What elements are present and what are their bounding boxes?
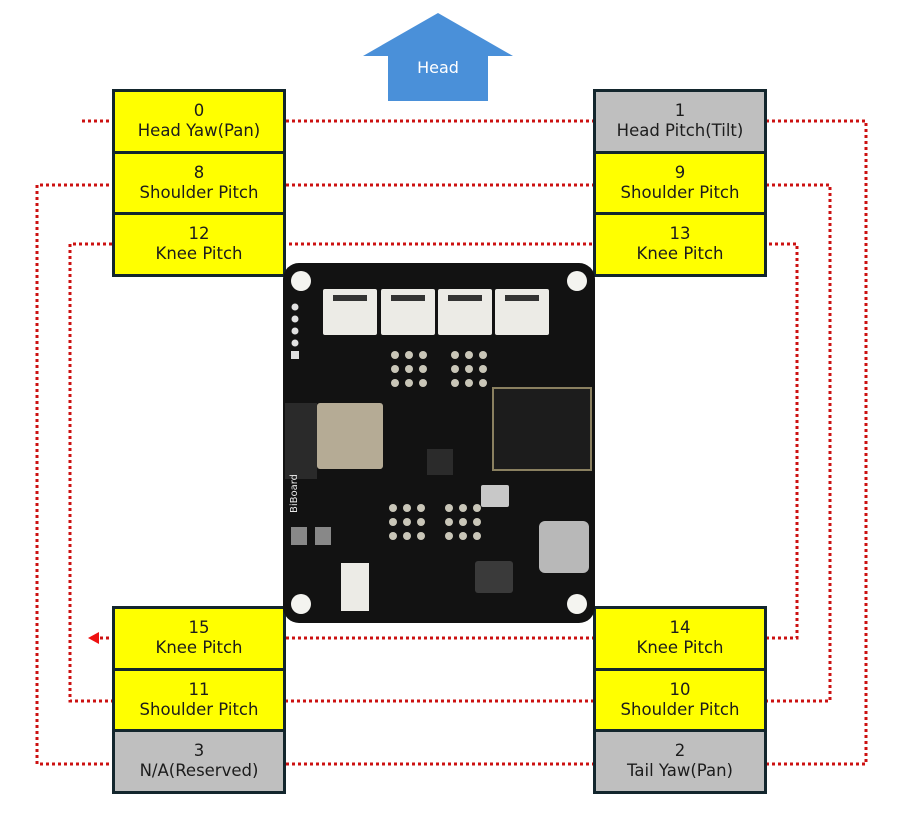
servo-name: Shoulder Pitch <box>620 699 740 719</box>
inductor-3r3 <box>475 561 513 593</box>
esp32-module <box>317 403 383 469</box>
wire-arrowhead <box>88 632 99 644</box>
servo-name: Knee Pitch <box>155 638 243 658</box>
servo-name: Knee Pitch <box>636 244 724 264</box>
microcontroller-chip <box>427 449 453 475</box>
motor-driver-board <box>492 387 592 471</box>
servo-index: 15 <box>188 618 210 638</box>
boot-button <box>315 527 331 545</box>
servo-name: Tail Yaw(Pan) <box>627 761 733 781</box>
mount-hole <box>567 594 587 614</box>
mount-hole <box>291 271 311 291</box>
servo-index: 1 <box>674 101 686 121</box>
touch-connector <box>341 563 369 611</box>
esp32-module-antenna <box>285 403 317 479</box>
servo-name: Head Yaw(Pan) <box>137 121 261 141</box>
side-header <box>291 303 299 359</box>
servo-index: 0 <box>193 101 205 121</box>
servo-index: 13 <box>669 224 691 244</box>
servo-name: Knee Pitch <box>636 638 724 658</box>
servo-index: 3 <box>193 741 205 761</box>
servo-name: Shoulder Pitch <box>139 699 259 719</box>
servo-index: 10 <box>669 679 691 699</box>
mount-hole <box>567 271 587 291</box>
servo-index: 2 <box>674 741 686 761</box>
servo-name: Shoulder Pitch <box>139 182 259 202</box>
usb-c-port <box>539 521 589 573</box>
pin-header-bottom <box>389 504 481 540</box>
servo-index: 11 <box>188 679 210 699</box>
pin-header-top <box>391 351 487 387</box>
servo-index: 12 <box>188 224 210 244</box>
servo-index: 14 <box>669 618 691 638</box>
servo-index: 8 <box>193 162 205 182</box>
biboard-pcb: BiBoard <box>283 263 595 623</box>
board-name: BiBoard <box>289 474 300 513</box>
servo-name: Knee Pitch <box>155 244 243 264</box>
servo-name: Head Pitch(Tilt) <box>616 121 744 141</box>
servo-name: N/A(Reserved) <box>139 761 259 781</box>
servo-name: Shoulder Pitch <box>620 182 740 202</box>
servo-index: 9 <box>674 162 686 182</box>
head-direction-arrow <box>363 13 513 101</box>
fuse-b400 <box>481 485 509 507</box>
reset-button <box>291 527 307 545</box>
head-label: Head <box>417 58 459 77</box>
mount-hole <box>291 594 311 614</box>
